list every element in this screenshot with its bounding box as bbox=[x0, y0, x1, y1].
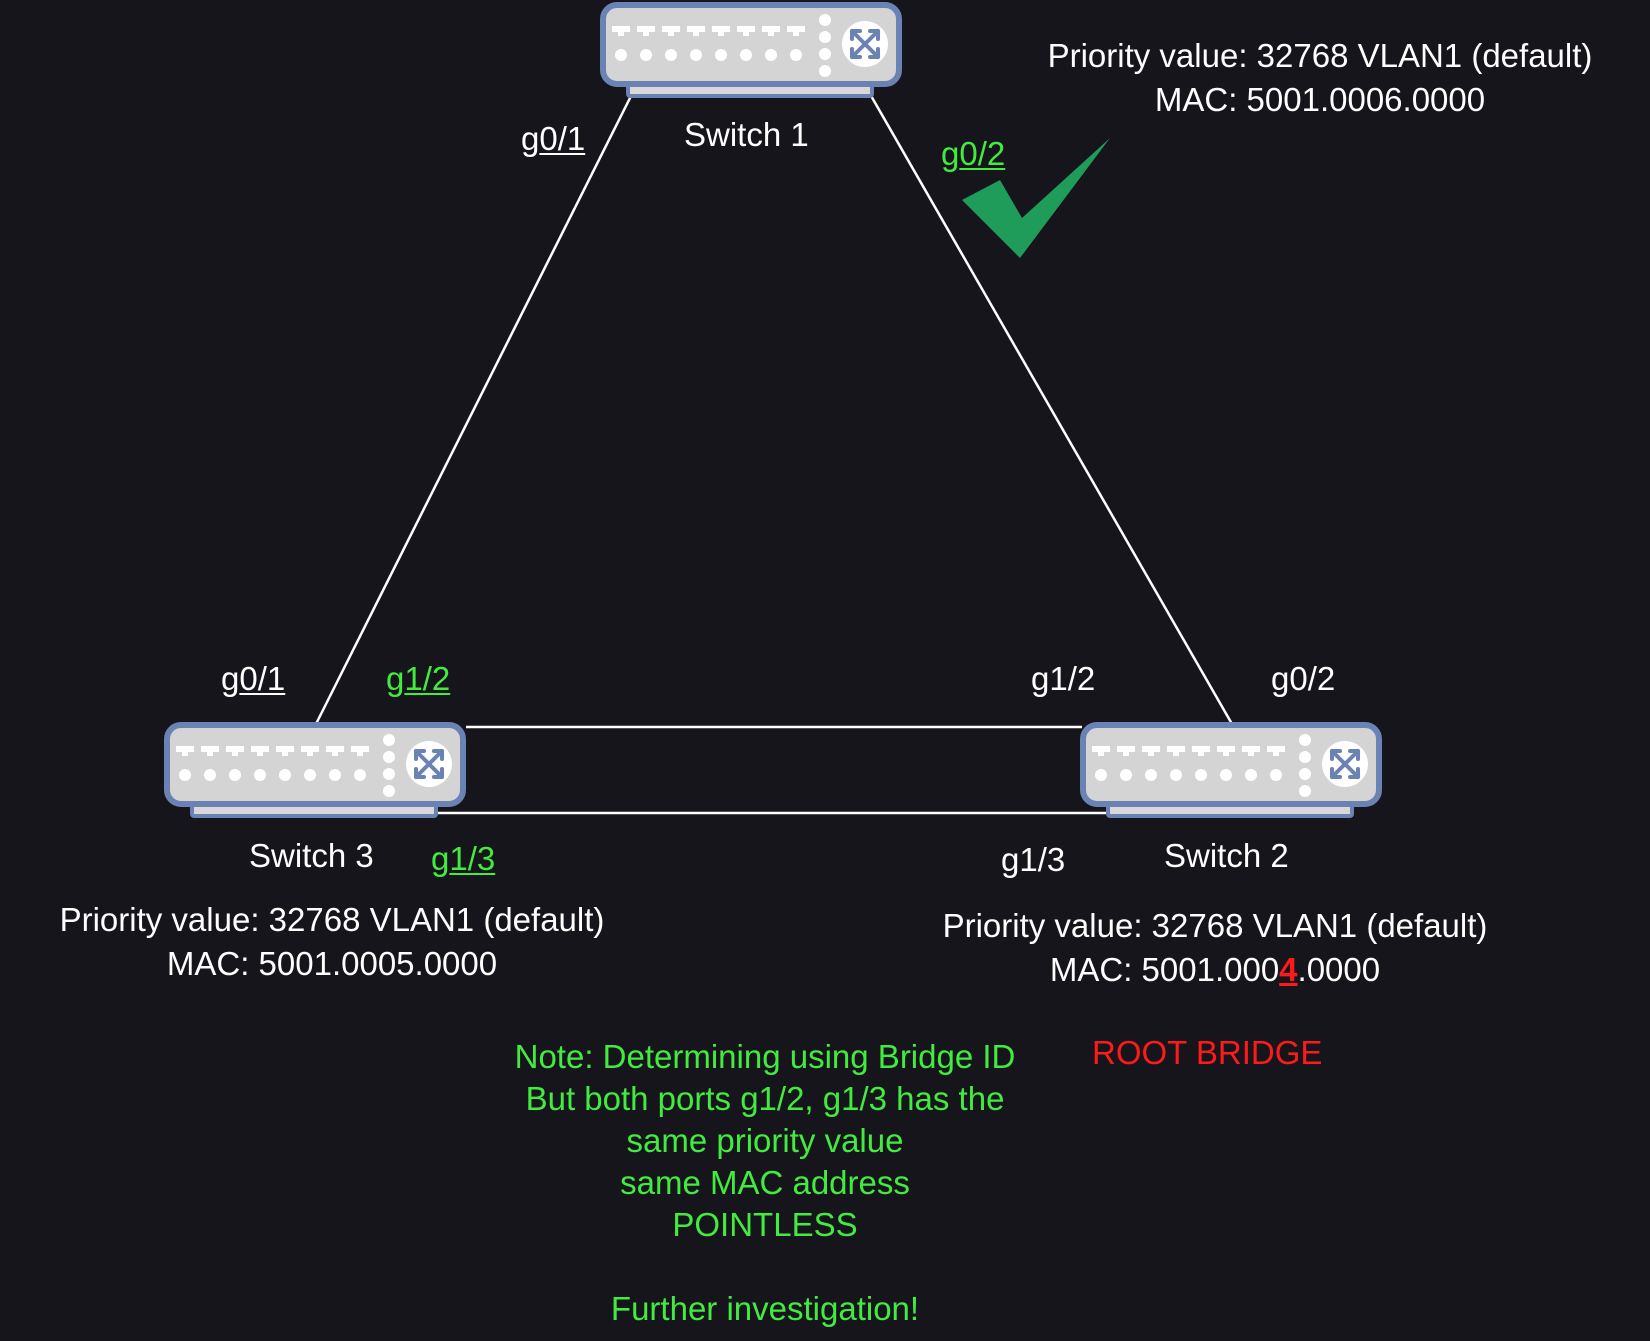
port-s2-g02: g0/2 bbox=[1271, 660, 1336, 697]
port-s1-g01: g0/1 bbox=[521, 120, 586, 157]
port-s3-g01: g0/1 bbox=[221, 660, 286, 697]
note-spacer bbox=[465, 1246, 1065, 1288]
switch-2-info: Priority value: 32768 VLAN1 (default) MA… bbox=[915, 904, 1515, 992]
root-bridge-label: ROOT BRIDGE bbox=[1092, 1034, 1323, 1071]
port-s3-g12: g1/2 bbox=[386, 660, 451, 697]
note-block: Note: Determining using Bridge ID But bo… bbox=[465, 1036, 1065, 1330]
port-s1-g02: g0/2 bbox=[941, 135, 1006, 172]
note-line-1: Note: Determining using Bridge ID bbox=[514, 1038, 1016, 1075]
switch-3-info: Priority value: 32768 VLAN1 (default) MA… bbox=[32, 898, 632, 986]
switch-2-label: Switch 2 bbox=[1164, 837, 1289, 874]
link-s1-s3 bbox=[314, 93, 634, 725]
switch-1-priority: Priority value: 32768 VLAN1 (default) bbox=[1047, 37, 1593, 74]
port-s2-g13: g1/3 bbox=[1001, 841, 1066, 878]
switch-1-mac: MAC: 5001.0006.0000 bbox=[1154, 81, 1486, 118]
switch-3-label: Switch 3 bbox=[249, 837, 374, 874]
switch-1-info: Priority value: 32768 VLAN1 (default) MA… bbox=[1020, 34, 1620, 122]
checkmark-icon bbox=[962, 138, 1110, 258]
switch-2-mac: MAC: 5001.0004.0000 bbox=[1049, 951, 1381, 988]
note-line-3: same priority value bbox=[626, 1122, 904, 1159]
note-line-6: Further investigation! bbox=[610, 1290, 920, 1327]
port-s2-g12: g1/2 bbox=[1031, 660, 1096, 697]
switch-1-label: Switch 1 bbox=[684, 116, 809, 153]
switch-2-priority: Priority value: 32768 VLAN1 (default) bbox=[942, 907, 1488, 944]
link-s1-s2 bbox=[868, 93, 1234, 725]
switch-2-icon[interactable] bbox=[1083, 725, 1379, 816]
switch-1-icon[interactable] bbox=[603, 5, 899, 96]
note-line-5: POINTLESS bbox=[672, 1206, 858, 1243]
note-line-4: same MAC address bbox=[620, 1164, 910, 1201]
switch-3-icon[interactable] bbox=[167, 725, 463, 816]
note-line-2: But both ports g1/2, g1/3 has the bbox=[525, 1080, 1005, 1117]
port-s3-g13: g1/3 bbox=[431, 840, 496, 877]
switch-3-mac: MAC: 5001.0005.0000 bbox=[166, 945, 498, 982]
switch-3-priority: Priority value: 32768 VLAN1 (default) bbox=[59, 901, 605, 938]
